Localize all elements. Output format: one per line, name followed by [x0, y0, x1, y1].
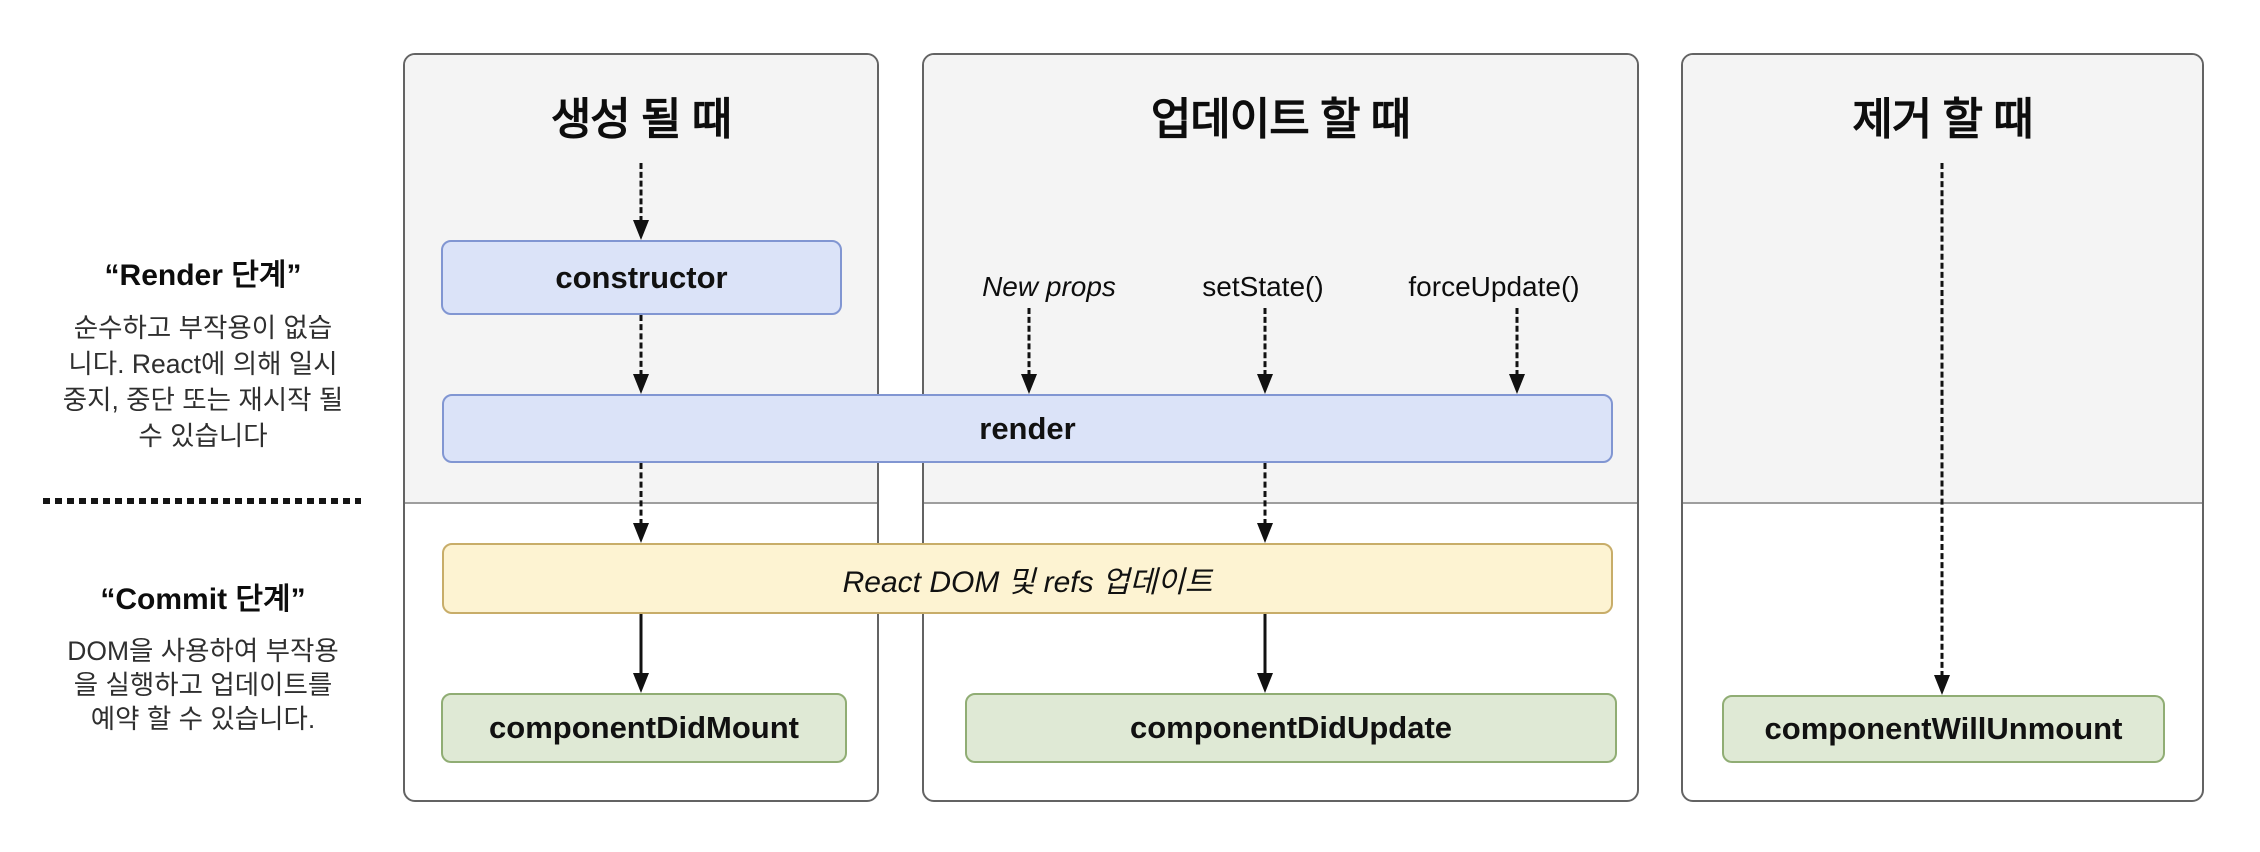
arrow-unmount-to-willunmount [1934, 163, 1950, 695]
arrow-shaft [639, 163, 643, 222]
arrow-head-down-icon [1509, 374, 1525, 394]
render-phase-line: 니다. React에 의해 일시 [68, 349, 338, 379]
arrow-head-down-icon [633, 220, 649, 240]
render-phase-description: 순수하고 부작용이 없습 니다. React에 의해 일시 중지, 중단 또는 … [38, 310, 368, 454]
arrow-head-down-icon [633, 673, 649, 693]
arrow-render-to-reactdom-mount [633, 463, 649, 543]
trigger-set-state: setState() [1202, 271, 1324, 302]
arrow-reactdom-to-didmount [633, 614, 649, 693]
node-component-did-mount: componentDidMount [441, 693, 847, 763]
render-phase-line: 중지, 중단 또는 재시작 될 [62, 385, 344, 415]
render-phase-title: “Render 단계” [104, 259, 302, 292]
arrow-setstate-to-render [1257, 308, 1273, 394]
commit-phase-note: “Commit 단계” DOM을 사용하여 부작용 을 실행하고 업데이트를 예… [38, 574, 368, 736]
arrow-head-down-icon [1257, 523, 1273, 543]
arrow-newprops-to-render [1021, 308, 1037, 394]
arrow-shaft [1263, 463, 1267, 525]
node-component-will-unmount: componentWillUnmount [1722, 695, 2165, 763]
render-phase-note: “Render 단계” 순수하고 부작용이 없습 니다. React에 의해 일… [38, 250, 368, 454]
arrow-shaft [639, 315, 643, 376]
render-phase-line: 순수하고 부작용이 없습 [73, 313, 333, 343]
commit-phase-line: 을 실행하고 업데이트를 [73, 670, 333, 700]
arrow-shaft [639, 463, 643, 525]
node-component-did-update: componentDidUpdate [965, 693, 1617, 763]
panel-mount-title: 생성 될 때 [550, 95, 732, 144]
arrow-reactdom-to-didupdate [1257, 614, 1273, 693]
render-phase-line: 수 있습니다 [138, 421, 268, 451]
arrow-head-down-icon [1934, 675, 1950, 695]
phase-divider-dotted-line [43, 498, 361, 504]
arrow-head-down-icon [633, 523, 649, 543]
arrow-shaft [1027, 308, 1031, 376]
arrow-render-to-reactdom-update [1257, 463, 1273, 543]
commit-phase-line: DOM을 사용하여 부작용 [67, 636, 339, 666]
commit-phase-description: DOM을 사용하여 부작용 을 실행하고 업데이트를 예약 할 수 있습니다. [38, 634, 368, 736]
arrow-constructor-to-render [633, 315, 649, 394]
arrow-head-down-icon [1257, 673, 1273, 693]
commit-phase-title: “Commit 단계” [100, 583, 306, 616]
arrow-shaft [1940, 163, 1944, 677]
panel-unmount-title: 제거 할 때 [1852, 95, 2033, 144]
trigger-force-update: forceUpdate() [1408, 271, 1580, 302]
trigger-new-props: New props [982, 271, 1116, 302]
arrow-shaft [639, 614, 643, 675]
commit-phase-line: 예약 할 수 있습니다. [90, 704, 316, 734]
arrow-shaft [1263, 614, 1267, 675]
node-constructor: constructor [441, 240, 842, 315]
arrow-forceupdate-to-render [1509, 308, 1525, 394]
arrow-mount-to-constructor [633, 163, 649, 240]
arrow-head-down-icon [633, 374, 649, 394]
arrow-head-down-icon [1021, 374, 1037, 394]
node-render: render [442, 394, 1613, 463]
arrow-shaft [1515, 308, 1519, 376]
panel-update-title: 업데이트 할 때 [1150, 95, 1411, 144]
arrow-head-down-icon [1257, 374, 1273, 394]
arrow-shaft [1263, 308, 1267, 376]
node-react-dom-refs-update: React DOM 및 refs 업데이트 [442, 543, 1613, 614]
